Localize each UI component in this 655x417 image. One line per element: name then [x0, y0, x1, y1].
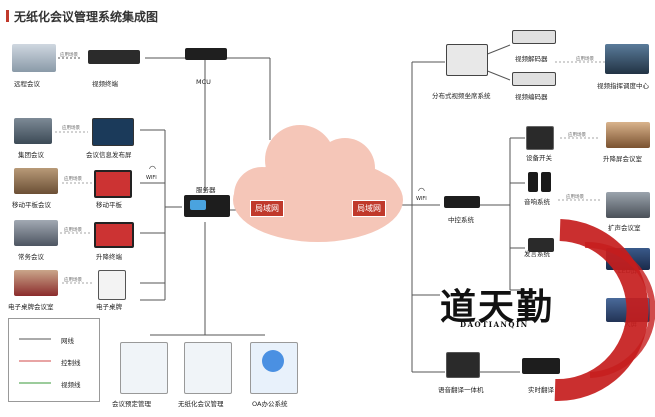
translation-machine-icon	[446, 352, 480, 378]
legend-label: 网线	[61, 337, 74, 345]
device-label: 发言系统	[524, 250, 550, 258]
scene-label: 升降屏会议室	[603, 155, 642, 163]
e-nameplate-icon	[98, 270, 126, 300]
device-label: 音响系统	[524, 198, 550, 206]
scene-tag: 应用场景	[64, 278, 82, 283]
scene-tag: 应用场景	[64, 177, 82, 182]
lift-terminal-icon	[94, 222, 134, 248]
decoder-icon	[512, 30, 556, 44]
scene-tag: 应用场景	[568, 133, 586, 138]
realtime-translation-icon	[522, 358, 560, 374]
encoder-icon	[512, 72, 556, 86]
lan-label-right: 局域网	[352, 200, 386, 217]
scene-label: 远程会议	[14, 80, 40, 88]
info-screen-icon	[92, 118, 134, 146]
speaker-right-icon	[541, 172, 551, 192]
remote-meeting-photo	[12, 44, 56, 72]
device-label: 移动平板	[96, 201, 122, 209]
scene-label: 常务会议	[18, 253, 44, 261]
translation-machine-label: 语音翻译一体机	[438, 386, 484, 394]
lan-label-left: 局域网	[250, 200, 284, 217]
app-label: 无纸化会议管理	[178, 400, 224, 408]
legend: 网线 控制线 视频线	[8, 318, 100, 402]
e-nameplate-room-photo	[14, 270, 58, 296]
device-label: 视频终端	[92, 80, 118, 88]
scene-label: 集团会议	[18, 151, 44, 159]
control-system-icon	[444, 196, 480, 208]
device-label: 会议信息发布屏	[86, 151, 132, 159]
lan-cloud	[233, 125, 403, 242]
server-screen-icon	[190, 200, 206, 210]
scene-tag: 应用场景	[576, 57, 594, 62]
paperless-app-screen	[184, 342, 232, 394]
app-label: OA办公系统	[252, 400, 288, 408]
control-system-label: 中控系统	[448, 216, 474, 224]
seat-system-icon	[446, 44, 488, 76]
scene-label: LED屏	[618, 267, 638, 275]
encoder-label: 视频编码器	[515, 93, 548, 101]
scene-tag: 应用场景	[60, 53, 78, 58]
device-switch-icon	[526, 126, 554, 150]
pa-room-photo	[606, 192, 650, 218]
scene-label: 扩声会议室	[608, 224, 641, 232]
server-label: 服务器	[196, 186, 216, 194]
tablet-meeting-photo	[14, 168, 58, 194]
device-label: 设备开关	[526, 154, 552, 162]
standing-meeting-photo	[14, 220, 58, 246]
legend-label: 视频线	[61, 381, 81, 389]
scene-label: 大屏	[624, 320, 637, 328]
mcu-icon	[185, 48, 227, 60]
booking-app-screen	[120, 342, 168, 394]
scene-tag: 应用场景	[566, 195, 584, 200]
legend-swatches	[19, 338, 51, 384]
speaker-left-icon	[528, 172, 538, 192]
wifi-icon: ◠	[418, 186, 425, 195]
watermark-text: 道天勤	[440, 286, 555, 328]
decoder-label: 视频解码器	[515, 55, 548, 63]
scene-label: 移动平板会议	[12, 201, 51, 209]
page-title: 无纸化会议管理系统集成图	[14, 10, 159, 24]
command-center-photo	[605, 44, 649, 74]
watermark-subtext: DAOTIANQIN	[460, 320, 529, 329]
speech-system-icon	[528, 238, 554, 252]
scene-label: 电子桌牌会议室	[8, 303, 54, 311]
group-meeting-photo	[14, 118, 52, 144]
lift-screen-room-photo	[606, 122, 650, 148]
realtime-translation-label: 实时翻译	[528, 386, 554, 394]
device-label: 升降终端	[96, 253, 122, 261]
seat-system-label: 分布式视频坐席系统	[432, 92, 491, 100]
wifi-label: WIFI	[416, 196, 427, 202]
wifi-label: WIFI	[146, 175, 157, 181]
scene-tag: 应用场景	[62, 126, 80, 131]
video-terminal-icon	[88, 50, 140, 64]
app-label: 会议预定管理	[112, 400, 151, 408]
title-mark	[6, 10, 9, 22]
scene-tag: 应用场景	[64, 228, 82, 233]
wifi-icon: ◠	[149, 164, 156, 173]
command-center-label: 视频指挥调度中心	[597, 82, 649, 90]
tablet-icon	[94, 170, 132, 198]
legend-label: 控制线	[61, 359, 81, 367]
oa-icon	[262, 350, 284, 372]
device-label: 电子桌牌	[96, 303, 122, 311]
mcu-label: MCU	[196, 78, 211, 86]
